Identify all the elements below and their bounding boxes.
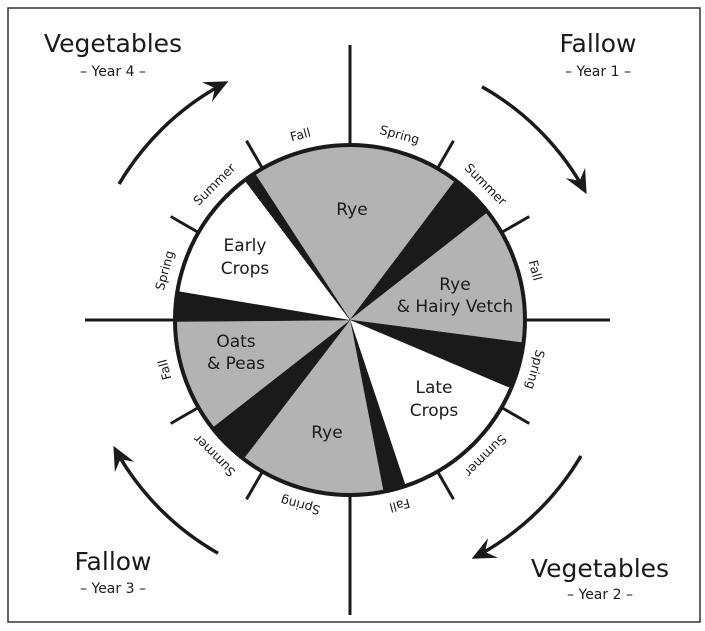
season-label-fall: Fall [155, 358, 175, 382]
year-2-title: Vegetables [531, 554, 669, 583]
sector-label-late-crops-2: Crops [410, 401, 459, 421]
rotation-arrow [481, 85, 583, 185]
season-divider-tick [169, 215, 200, 234]
season-divider-tick [245, 139, 264, 170]
sector-label-oats-peas-2: & Peas [207, 354, 265, 374]
season-label-fall: Fall [288, 125, 312, 145]
season-divider-tick [500, 406, 531, 425]
season-divider-tick [500, 215, 531, 234]
sector-label-oats-peas-1: Oats [216, 332, 255, 352]
season-label-spring: Spring [279, 493, 322, 518]
arrowhead-icon [471, 538, 499, 559]
rotation-arrow [117, 455, 219, 555]
wedge-early-crops [177, 180, 350, 320]
year-4-subtitle: – Year 4 – [80, 64, 146, 80]
sector-label-rye-bottom: Rye [311, 423, 342, 443]
year-3-subtitle: – Year 3 – [80, 581, 146, 597]
arrowhead-icon [565, 167, 587, 195]
year-2-subtitle: – Year 2 – [567, 587, 633, 603]
season-divider-tick [245, 470, 264, 501]
season-label-spring: Spring [523, 348, 548, 391]
arrowhead-icon [201, 81, 229, 102]
year-3-title: Fallow [74, 547, 151, 576]
season-label-fall: Fall [526, 258, 546, 282]
rotation-arrow [117, 85, 219, 185]
sector-label-rye-hairy-vetch-1: Rye [439, 275, 470, 295]
year-4-title: Vegetables [44, 29, 182, 58]
sector-label-late-crops-1: Late [415, 378, 452, 398]
season-label-spring: Spring [378, 122, 421, 147]
season-label-spring: Spring [152, 249, 177, 292]
sector-label-early-crops-2: Crops [221, 259, 270, 279]
sector-label-rye-hairy-vetch-2: & Hairy Vetch [397, 297, 514, 317]
season-divider-tick [436, 139, 455, 170]
frame-border [7, 7, 701, 623]
sector-label-rye-top: Rye [336, 200, 367, 220]
season-divider-tick [436, 470, 455, 501]
year-1-subtitle: – Year 1 – [565, 64, 631, 80]
rotation-arrow [481, 455, 583, 555]
wheel-outline [173, 143, 527, 497]
year-1-title: Fallow [559, 29, 636, 58]
season-label-fall: Fall [388, 496, 412, 516]
season-divider-tick [169, 406, 200, 425]
sector-label-early-crops-1: Early [224, 236, 267, 256]
arrowhead-icon [113, 445, 135, 473]
